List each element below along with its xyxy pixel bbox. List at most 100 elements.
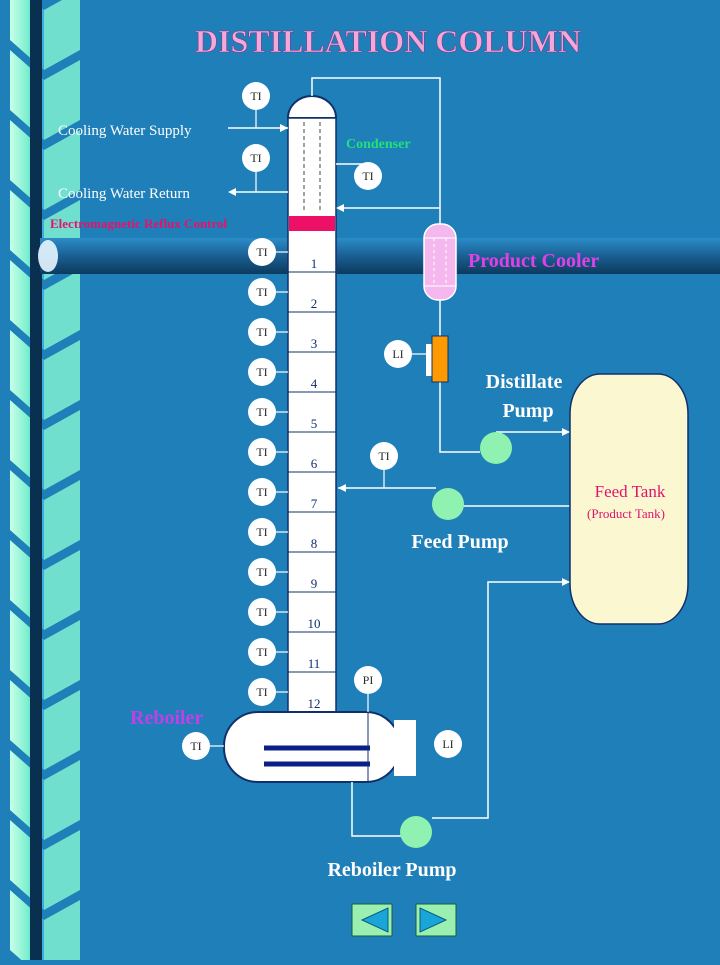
ti-tray-6-tag: TI — [256, 445, 267, 459]
distillate-pump-label-line1: Distillate — [486, 371, 563, 393]
ti-tray-3-tag: TI — [256, 325, 267, 339]
next-button[interactable] — [415, 903, 457, 937]
ribbon-strip — [44, 690, 80, 770]
ti-condenser-tag: TI — [362, 169, 373, 183]
tray-number: 11 — [308, 656, 321, 671]
ti-reboiler — [182, 732, 210, 760]
ti-tray-9-tag: TI — [256, 565, 267, 579]
feed-tank-sublabel: (Product Tank) — [587, 506, 665, 521]
li-distillate-tag: LI — [392, 347, 403, 361]
ti-feed — [370, 442, 398, 470]
column-dome — [286, 95, 338, 119]
ribbon-strip — [44, 900, 80, 965]
ti-tray-6 — [248, 438, 276, 466]
distillate-pump — [480, 432, 512, 464]
ti-tray-11-tag: TI — [256, 645, 267, 659]
ribbon-strip — [44, 270, 80, 350]
reflux-control-block — [289, 216, 335, 231]
ti-condenser — [354, 162, 382, 190]
ribbon-strip — [44, 760, 80, 840]
reflux-control-label: Electromagnetic Reflux Control — [50, 216, 228, 231]
ti-tray-1-tag: TI — [256, 245, 267, 259]
page-title: DISTILLATION COLUMN — [195, 23, 581, 59]
ti-tray-5-tag: TI — [256, 405, 267, 419]
reboiler-pump — [400, 816, 432, 848]
li-distillate — [384, 340, 412, 368]
li-reboiler — [434, 730, 462, 758]
ti-tray-7-tag: TI — [256, 485, 267, 499]
ti-tray-3 — [248, 318, 276, 346]
ti-tray-7 — [248, 478, 276, 506]
tray-number: 9 — [311, 576, 318, 591]
ti-tray-10-tag: TI — [256, 605, 267, 619]
reboiler-level-gauge — [394, 720, 416, 776]
reboiler-label: Reboiler — [130, 707, 203, 729]
ribbon-strip — [44, 60, 80, 140]
ti-reboiler-tag: TI — [190, 739, 201, 753]
decorative-bar — [40, 238, 720, 274]
ti-tray-2-tag: TI — [256, 285, 267, 299]
cooling-water-supply-label: Cooling Water Supply — [58, 123, 192, 139]
condenser-label: Condenser — [346, 137, 411, 152]
ti-tray-2 — [248, 278, 276, 306]
triangle-left-icon — [360, 907, 389, 933]
ti-tray-11 — [248, 638, 276, 666]
ribbon-strip — [44, 340, 80, 420]
tray-number: 3 — [311, 336, 318, 351]
pi-reboiler-tag: PI — [363, 673, 374, 687]
arrows — [228, 124, 570, 586]
ribbon-strip — [44, 550, 80, 630]
ti-feed-tag: TI — [378, 449, 389, 463]
tray-number: 12 — [308, 696, 321, 711]
product-cooler-label: Product Cooler — [468, 250, 599, 272]
cooling-water-return-label: Cooling Water Return — [58, 186, 190, 202]
reboiler-pump-return — [432, 581, 570, 819]
ti-cooling-supply-tag: TI — [250, 89, 261, 103]
distillate-level-gauge — [426, 335, 449, 383]
ti-tray-4 — [248, 358, 276, 386]
tray-number: 1 — [311, 256, 318, 271]
tray-number: 7 — [311, 496, 318, 511]
tray-number: 4 — [311, 376, 318, 391]
tray-number: 6 — [311, 456, 318, 471]
ribbon-strip — [44, 620, 80, 700]
ti-tray-12 — [248, 678, 276, 706]
feed-tank-label: Feed Tank — [595, 482, 666, 501]
overhead-vapor-line — [311, 77, 441, 226]
ti-tray-12-tag: TI — [256, 685, 267, 699]
decorative-bar-highlight — [38, 240, 58, 272]
ti-cooling-return-tag: TI — [250, 151, 261, 165]
ti-tray-5 — [248, 398, 276, 426]
triangle-right-icon — [419, 907, 448, 933]
ribbon-strip — [44, 410, 80, 490]
feed-pump-label: Feed Pump — [411, 531, 508, 553]
distillate-pump-label-line2: Pump — [502, 400, 553, 422]
li-reboiler-tag: LI — [442, 737, 453, 751]
ribbon-strip — [44, 830, 80, 910]
ribbon-strip — [44, 480, 80, 560]
ti-tray-8 — [248, 518, 276, 546]
tray-number: 5 — [311, 416, 318, 431]
tray-number: 10 — [308, 616, 321, 631]
ribbon-strip — [44, 130, 80, 210]
tray-number: 8 — [311, 536, 318, 551]
reboiler-outlet — [351, 782, 402, 837]
ti-cooling-supply — [242, 82, 270, 110]
ti-tray-9 — [248, 558, 276, 586]
ti-tray-1 — [248, 238, 276, 266]
ti-tray-4-tag: TI — [256, 365, 267, 379]
decorative-ribbon — [0, 0, 80, 965]
ti-cooling-return — [242, 144, 270, 172]
ti-tray-8-tag: TI — [256, 525, 267, 539]
pi-reboiler — [354, 666, 382, 694]
reboiler-vessel — [223, 711, 416, 783]
ti-tray-10 — [248, 598, 276, 626]
tray-number: 2 — [311, 296, 318, 311]
feed-tank — [569, 373, 689, 625]
ribbon-strip — [44, 0, 80, 70]
reboiler-pump-label: Reboiler Pump — [327, 859, 456, 881]
prev-button[interactable] — [351, 903, 393, 937]
